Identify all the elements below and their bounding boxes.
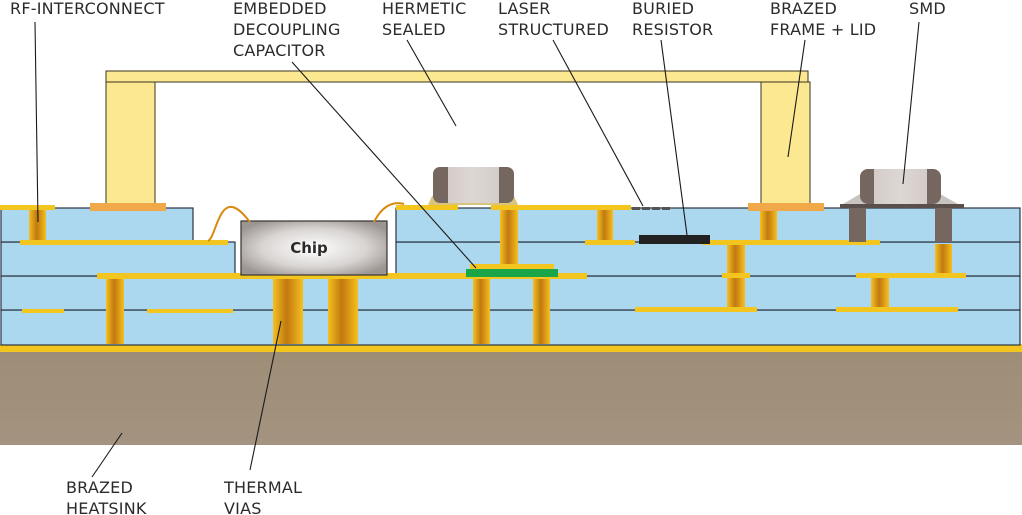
brazed-heatsink bbox=[0, 350, 1022, 445]
callout-labels: RF-INTERCONNECT EMBEDDED DECOUPLING CAPA… bbox=[10, 0, 946, 515]
via bbox=[760, 210, 777, 242]
smd-component-left bbox=[428, 167, 518, 205]
metal-traces bbox=[0, 205, 966, 313]
smd-component-right bbox=[840, 169, 964, 242]
label-buried-resistor: BURIED RESISTOR bbox=[632, 0, 713, 39]
chip-label: Chip bbox=[290, 239, 328, 257]
braze-layer bbox=[0, 344, 1022, 352]
via bbox=[597, 210, 613, 242]
via bbox=[935, 244, 952, 276]
via bbox=[106, 278, 124, 344]
via bbox=[871, 278, 889, 310]
chip: Chip bbox=[240, 220, 388, 276]
label-brazed-heatsink: BRAZED HEATSINK bbox=[66, 478, 147, 515]
via bbox=[533, 278, 550, 344]
label-thermal-vias: THERMAL VIAS bbox=[223, 478, 307, 515]
label-embedded-decoupling-capacitor: EMBEDDED DECOUPLING CAPACITOR bbox=[233, 0, 346, 60]
label-laser-structured: LASER STRUCTURED bbox=[498, 0, 609, 39]
leader-lines bbox=[34, 21, 920, 478]
label-rf-interconnect: RF-INTERCONNECT bbox=[10, 0, 165, 18]
laser-structured-marks bbox=[632, 207, 670, 210]
bond-wires bbox=[207, 202, 405, 242]
label-brazed-frame-lid: BRAZED FRAME + LID bbox=[770, 0, 876, 39]
buried-resistor bbox=[639, 235, 710, 244]
thermal-via bbox=[328, 278, 358, 344]
thermal-via bbox=[273, 278, 303, 344]
via bbox=[500, 210, 518, 270]
via bbox=[473, 278, 490, 344]
embedded-decoupling-capacitor bbox=[466, 269, 558, 277]
via bbox=[29, 210, 46, 242]
brazed-frame-lid bbox=[90, 70, 824, 211]
label-hermetic-sealed: HERMETIC SEALED bbox=[382, 0, 472, 39]
label-smd: SMD bbox=[909, 0, 946, 18]
